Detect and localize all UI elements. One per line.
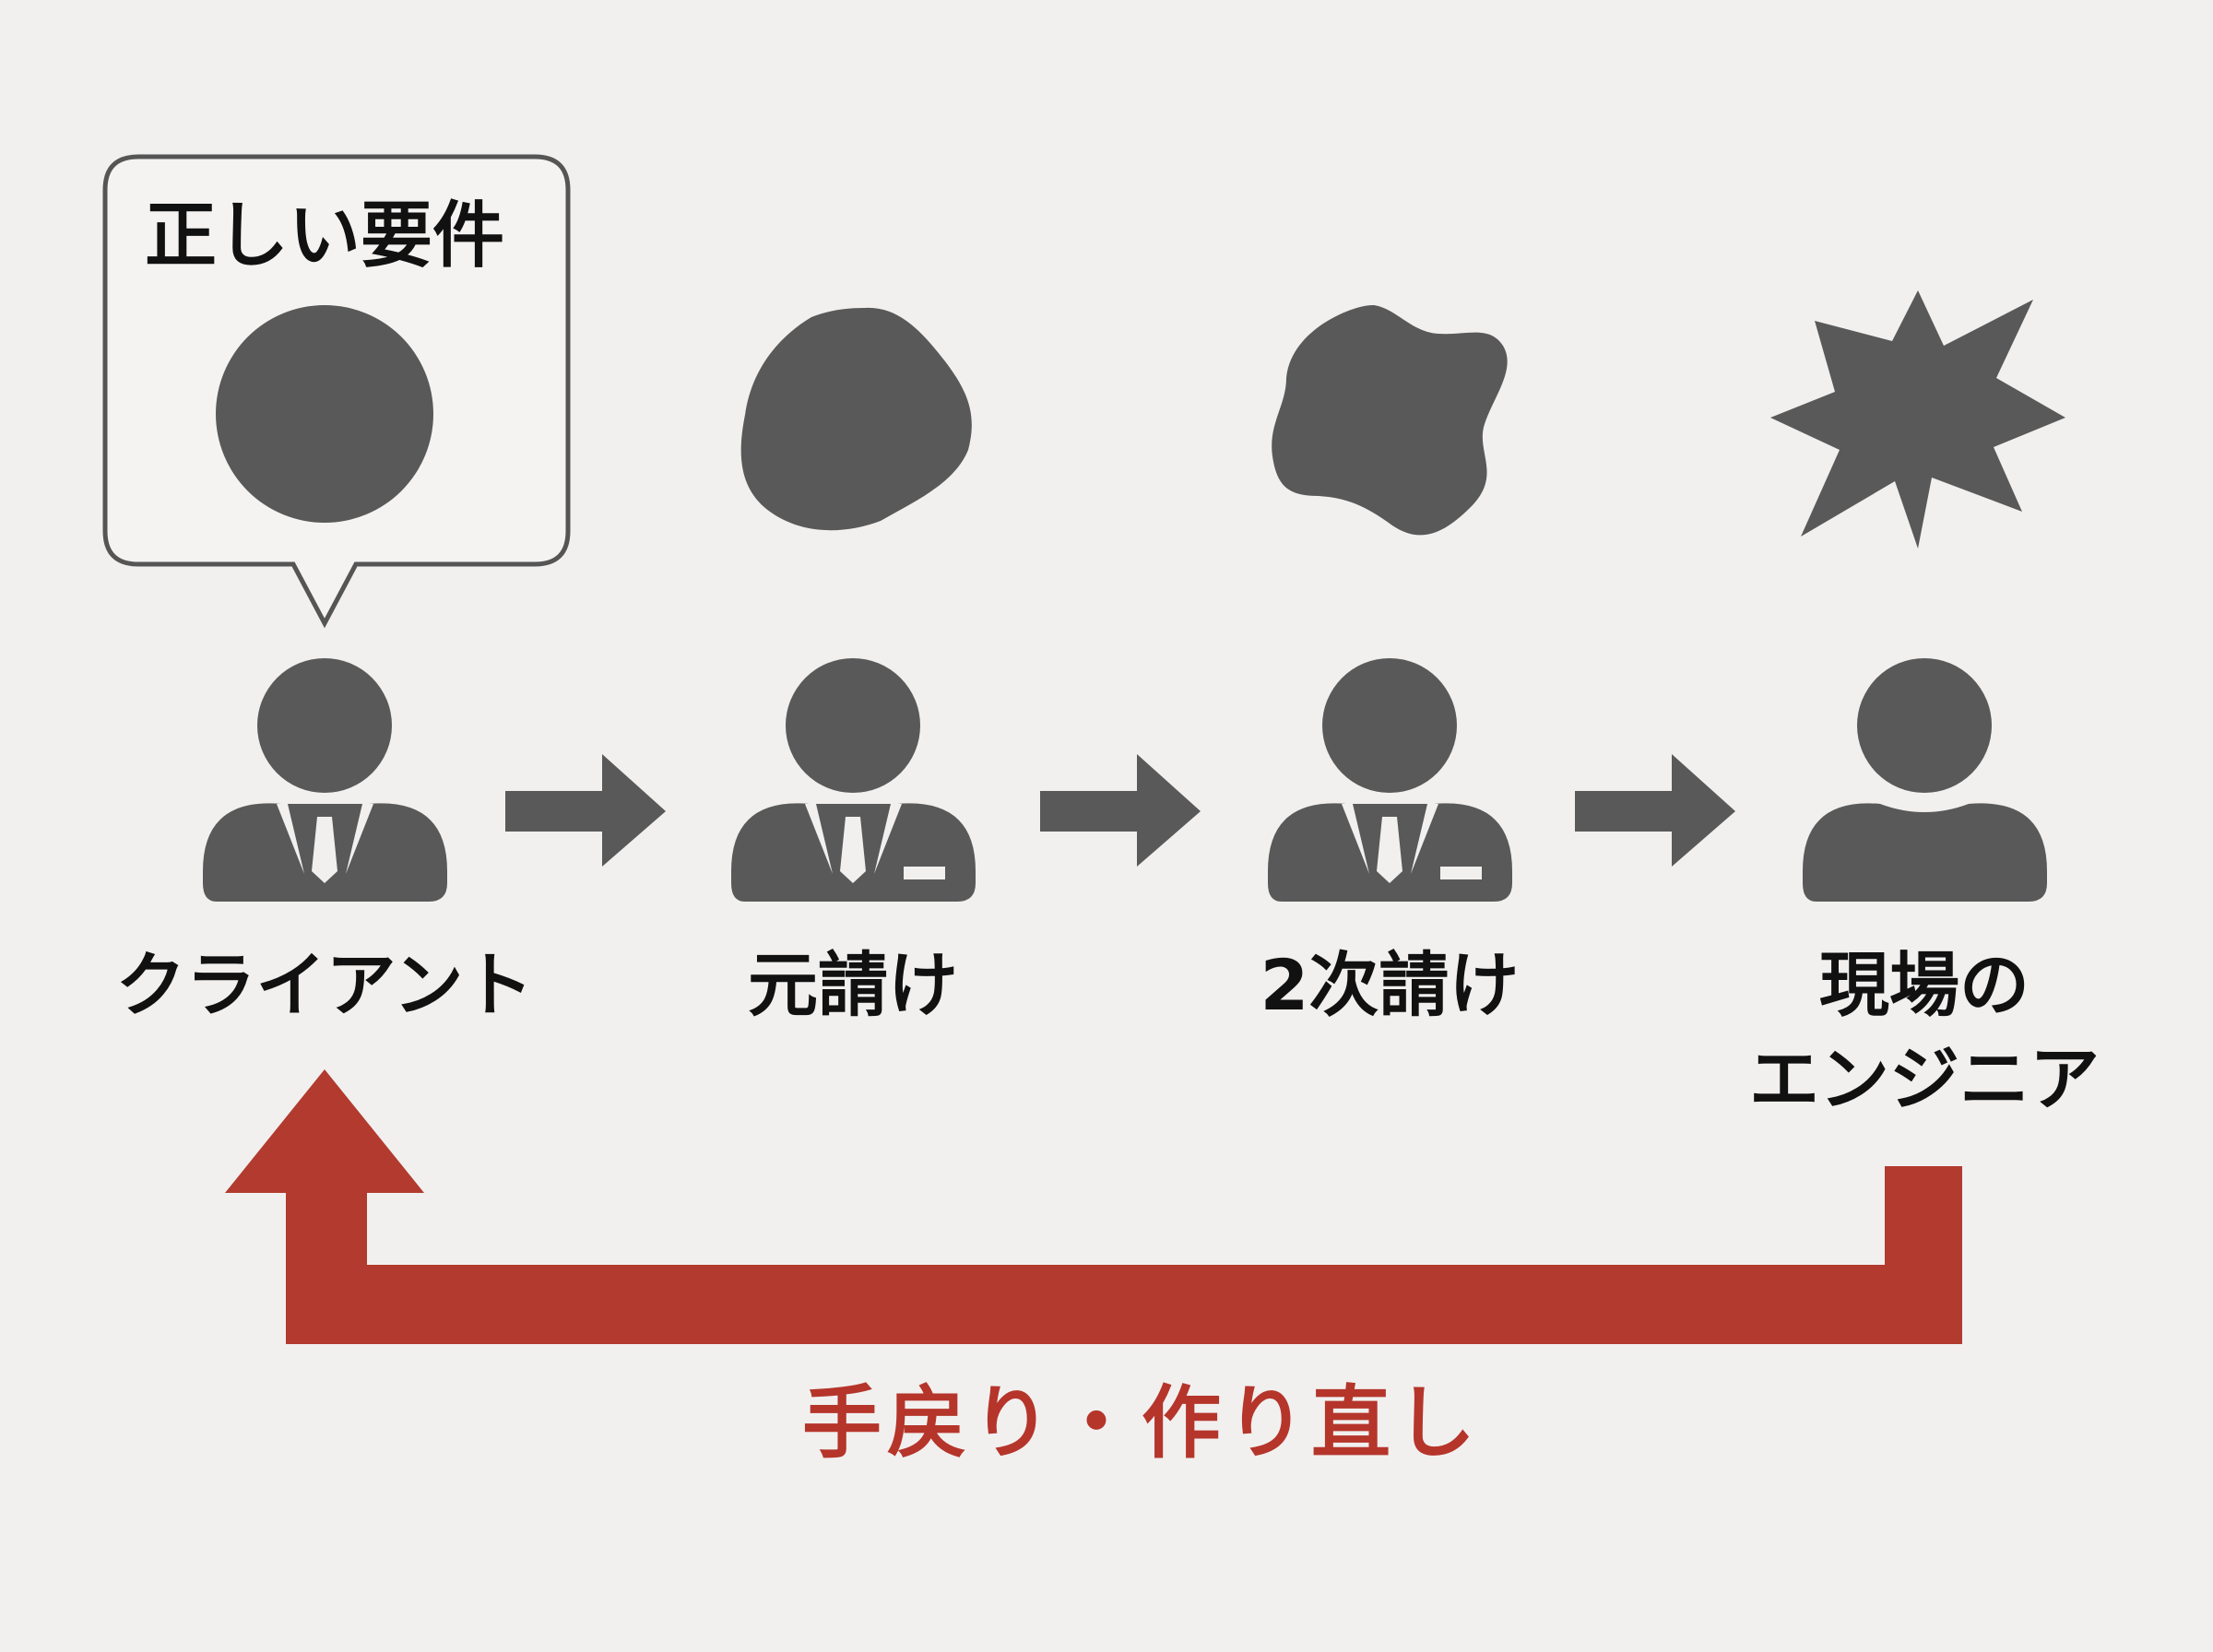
engineer-person-icon xyxy=(1803,658,2047,902)
requirement-starburst-icon xyxy=(1770,290,2065,549)
flow-arrow-1-icon xyxy=(505,754,666,867)
flow-arrow-2-icon xyxy=(1040,754,1201,867)
bubble-label: 正しい要件 xyxy=(144,195,504,277)
actor-label-engineer-line2: エンジニア xyxy=(1749,1038,2100,1120)
actor-label-engineer-line1: 現場の xyxy=(1819,944,2030,1026)
actor-label-client: クライアント xyxy=(115,944,534,1026)
prime-contractor-person-icon xyxy=(731,658,976,902)
requirement-distorted-blob-icon xyxy=(1272,305,1508,536)
actor-label-subcontractor: 2次請け xyxy=(1260,944,1520,1026)
feedback-return-arrow-icon xyxy=(225,1069,1962,1344)
feedback-label: 手戻り・作り直し xyxy=(802,1377,1481,1469)
requirement-deformed-circle-icon xyxy=(740,307,972,531)
actor-label-prime-contractor: 元請け xyxy=(748,944,958,1026)
subcontractor-person-icon xyxy=(1268,658,1512,902)
requirement-perfect-circle-icon xyxy=(216,305,433,523)
client-person-icon xyxy=(203,658,447,902)
flow-arrow-3-icon xyxy=(1575,754,1735,867)
